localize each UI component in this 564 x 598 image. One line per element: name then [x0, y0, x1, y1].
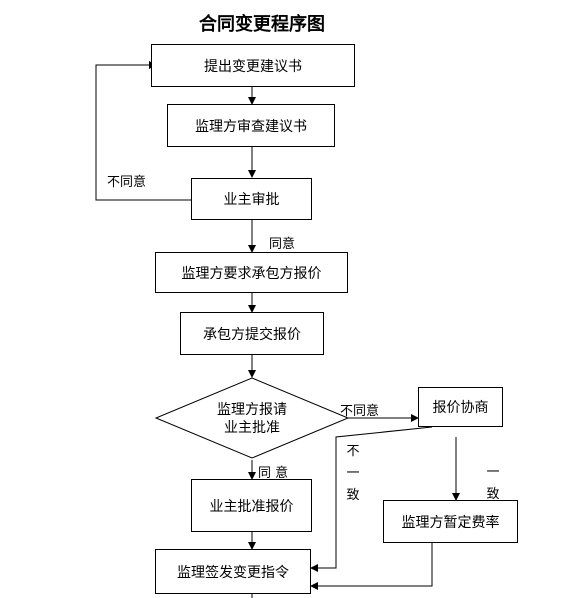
page-title: 合同变更程序图 [199, 14, 325, 35]
label-inconsistent-char-2: 一 [346, 466, 360, 481]
node-review: 监理方审查建议书 [167, 104, 335, 147]
node-proposal: 提出变更建议书 [151, 44, 355, 87]
node-request-quote: 监理方要求承包方报价 [155, 252, 348, 293]
decision-line-1: 监理方报请 [217, 402, 287, 418]
arrow-temprate-issue [310, 543, 433, 590]
node-temp-rate: 监理方暂定费率 [383, 500, 518, 543]
node-issue-order: 监理签发变更指令 [155, 549, 311, 594]
decision-diamond [154, 377, 350, 459]
label-disagree-left: 不同意 [107, 175, 147, 190]
arrow-inconsistent-issue [310, 426, 433, 572]
label-agree-2: 同 意 [258, 466, 289, 481]
node-approve-quote: 业主批准报价 [191, 479, 312, 532]
node-submit-quote: 承包方提交报价 [180, 312, 324, 355]
label-consistent: 一 致 [486, 462, 500, 506]
label-inconsistent-char-1: 不 [346, 444, 360, 459]
label-consistent-char-1: 一 [486, 465, 500, 480]
label-inconsistent-char-3: 致 [346, 488, 360, 503]
decision-line-2: 业主批准 [224, 420, 280, 436]
node-negotiate: 报价协商 [418, 387, 503, 427]
node-owner-approve: 业主审批 [191, 178, 312, 220]
decision-text: 监理方报请 业主批准 [190, 401, 314, 437]
arrow-disagree-loop [95, 61, 191, 201]
label-disagree-right: 不同意 [340, 404, 380, 419]
label-agree-1: 同意 [269, 237, 296, 252]
label-inconsistent: 不 一 致 [346, 441, 360, 507]
label-consistent-char-2: 致 [486, 487, 500, 502]
